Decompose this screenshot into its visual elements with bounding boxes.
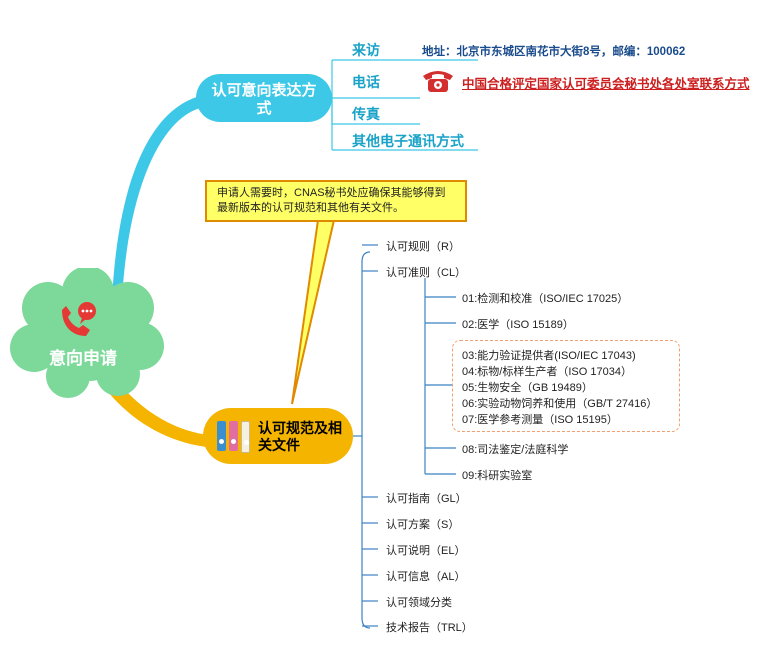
doc-item-guidance: 认可指南（GL） bbox=[386, 493, 467, 505]
criteria-item-08: 08:司法鉴定/法庭科学 bbox=[462, 444, 569, 456]
branch-phone: 电话 bbox=[352, 74, 380, 90]
criteria-item-04: 04:标物/标样生产者（ISO 17034） bbox=[462, 366, 632, 378]
telephone-icon bbox=[423, 71, 453, 92]
doc-item-field-classification: 认可领域分类 bbox=[386, 597, 452, 609]
criteria-item-05: 05:生物安全（GB 19489） bbox=[462, 382, 593, 394]
criteria-item-07: 07:医学参考测量（ISO 15195） bbox=[462, 414, 618, 426]
criteria-item-02: 02:医学（ISO 15189） bbox=[462, 319, 574, 331]
doc-item-criteria: 认可准则（CL） bbox=[386, 267, 467, 279]
phone-chat-icon bbox=[62, 302, 96, 336]
documents-node-shape bbox=[203, 408, 353, 464]
branch-root-expression bbox=[112, 96, 200, 300]
documents-node-label: 认可规范及相关文件 bbox=[258, 420, 342, 453]
callout-note: 申请人需要时，CNAS秘书处应确保其能够得到最新版本的认可规范和其他有关文件。 bbox=[205, 180, 467, 222]
doc-item-rules: 认可规则（R） bbox=[386, 241, 460, 253]
callout-pointer bbox=[291, 219, 336, 405]
criteria-item-03: 03:能力验证提供者(ISO/IEC 17043) bbox=[462, 350, 636, 362]
doc-item-scheme: 认可方案（S） bbox=[386, 519, 460, 531]
expression-node-shape bbox=[196, 74, 332, 122]
branch-electronic: 其他电子通讯方式 bbox=[352, 133, 464, 149]
hotline-link[interactable]: 中国合格评定国家认可委员会秘书处各处室联系方式 bbox=[462, 77, 750, 91]
criteria-item-06: 06:实验动物饲养和使用（GB/T 27416） bbox=[462, 398, 658, 410]
doc-item-information: 认可信息（AL） bbox=[386, 571, 466, 583]
criteria-item-01: 01:检测和校准（ISO/IEC 17025） bbox=[462, 293, 629, 305]
criteria-item-09: 09:科研实验室 bbox=[462, 470, 533, 482]
branch-fax: 传真 bbox=[352, 106, 380, 122]
expression-node-label: 认可意向表达方式 bbox=[211, 82, 317, 117]
root-label: 意向申请 bbox=[49, 349, 117, 368]
doc-item-technical-report: 技术报告（TRL） bbox=[386, 622, 473, 634]
branch-visit: 来访 bbox=[352, 42, 380, 58]
address-text: 地址：北京市东城区南花市大街8号，邮编：100062 bbox=[422, 46, 686, 58]
doc-item-explanation: 认可说明（EL） bbox=[386, 545, 466, 557]
criteria-group-box bbox=[452, 340, 680, 432]
